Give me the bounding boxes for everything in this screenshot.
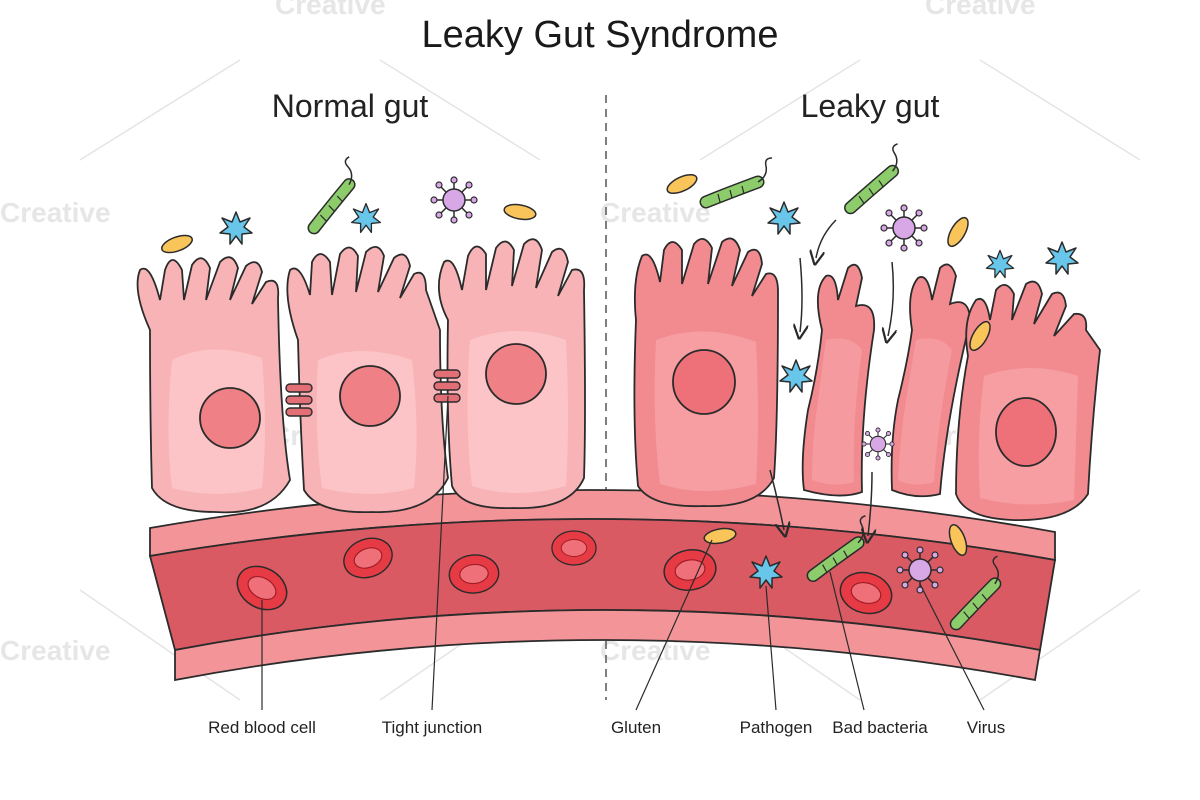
tight-junction [285, 369, 461, 417]
leaky-gut-heading: Leaky gut [800, 88, 940, 124]
pathogen-particle [767, 201, 801, 235]
label-pathogen: Pathogen [739, 718, 813, 737]
watermark-text: Creative [925, 0, 1036, 20]
label-gluten: Gluten [610, 718, 662, 737]
pathogen-particle [779, 359, 813, 393]
pathogen-particle [350, 202, 382, 234]
gluten-particle [663, 170, 701, 198]
watermark-text: Creative [275, 0, 386, 20]
virus-particle [430, 176, 478, 224]
diagram-title: Leaky Gut Syndrome [421, 14, 779, 56]
leak-arrows [769, 219, 893, 536]
virus-particle [861, 427, 895, 461]
leaky-cell-2 [801, 263, 876, 497]
leaky-cell-4 [955, 280, 1101, 521]
leaky-cell-3 [890, 263, 971, 498]
normal-gut-cells [136, 238, 586, 514]
label-red-blood-cell: Red blood cell [208, 718, 316, 737]
label-bad-bacteria: Bad bacteria [832, 718, 928, 737]
watermark-text: Creative [600, 197, 711, 228]
watermark-text: Creative [0, 635, 111, 666]
gluten-particle [158, 231, 196, 257]
bacteria-particle [706, 158, 772, 202]
virus-particle [880, 204, 928, 252]
watermark-text: Creative [0, 197, 111, 228]
leaky-cell-1 [633, 237, 779, 508]
normal-gut-heading: Normal gut [271, 88, 429, 124]
normal-cell-1 [136, 256, 291, 514]
gluten-particle [943, 213, 973, 251]
bacteria-particle [835, 144, 912, 208]
callout-lines [261, 395, 985, 711]
virus-particle [896, 546, 944, 594]
pathogen-particle [985, 249, 1015, 279]
leaky-gut-cells [633, 237, 1101, 521]
label-tight-junction: Tight junction [381, 718, 483, 737]
gluten-particle [502, 201, 538, 223]
red-blood-cell [551, 530, 597, 566]
watermark-lines [79, 59, 1141, 701]
normal-cell-2 [286, 246, 449, 514]
pathogen-particle [219, 211, 253, 245]
label-virus: Virus [966, 718, 1006, 737]
pathogen-particle [1045, 241, 1079, 275]
normal-cell-3 [438, 238, 586, 510]
